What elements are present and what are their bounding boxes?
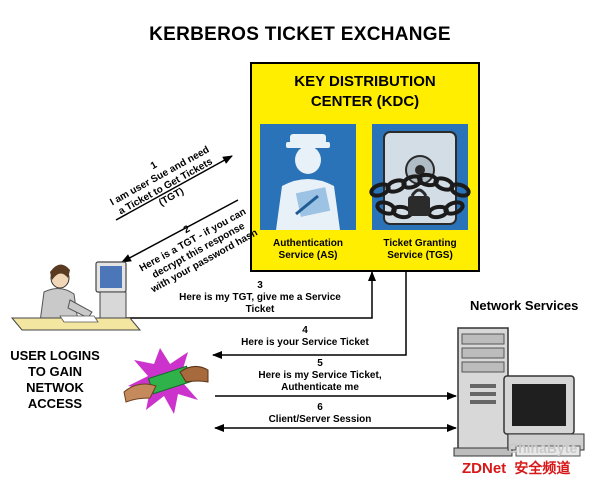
message-4-number: 4 — [302, 325, 308, 336]
watermark-chinabyte: ChinaByte — [508, 440, 578, 456]
network-server-icon — [453, 327, 513, 457]
watermark-cn-text: 安全频道 — [514, 460, 571, 476]
kdc-title-line1: KEY DISTRIBUTION — [294, 73, 436, 90]
watermark-zdnet: ZDNet 安全频道 — [462, 458, 570, 478]
arrow-msg-3 — [126, 271, 376, 319]
network-services-label: Network Services — [470, 298, 579, 313]
user-caption: USER LOGINS TO GAIN NETWOK ACCESS — [10, 348, 100, 411]
watermark-zdnet-text: ZDNet — [462, 460, 507, 477]
message-4: 4 Here is your Service Ticket — [225, 325, 385, 349]
message-6-number: 6 — [317, 402, 323, 413]
kdc-title-line2: CENTER (KDC) — [310, 93, 420, 110]
message-5: 5 Here is my Service Ticket, Authenticat… — [240, 358, 400, 394]
ticket-exchange-icon — [123, 348, 209, 414]
message-3-number: 3 — [257, 280, 263, 291]
arrow-msg-1 — [115, 155, 233, 221]
arrow-msg-4 — [212, 272, 407, 359]
kdc-title: KEY DISTRIBUTION CENTER (KDC) — [250, 72, 480, 112]
authentication-service-icon — [260, 124, 356, 230]
ticket-granting-service-label: Ticket Granting Service (TGS) — [383, 238, 457, 261]
ticket-granting-service-icon — [369, 124, 471, 230]
user-at-computer-icon — [10, 261, 142, 331]
arrow-msg-2 — [121, 199, 239, 263]
message-3: 3 Here is my TGT, give me a Service Tick… — [165, 280, 355, 316]
workstation-monitor-icon — [503, 375, 585, 457]
diagram-title: KERBEROS TICKET EXCHANGE — [149, 24, 451, 45]
message-6: 6 Client/Server Session — [240, 402, 400, 426]
authentication-service-label: Authentication Service (AS) — [273, 238, 343, 261]
message-5-number: 5 — [317, 358, 323, 369]
